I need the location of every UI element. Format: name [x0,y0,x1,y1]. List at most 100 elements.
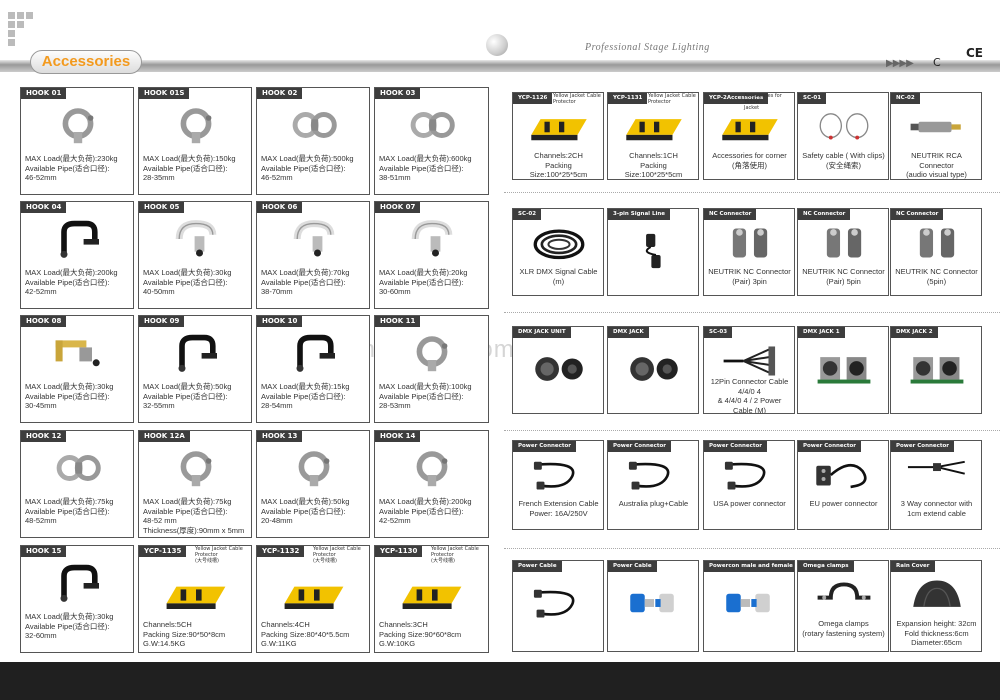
safety-cable-icon [819,113,869,140]
product-description: MAX Load(最大负荷):20kg Available Pipe(适合口径)… [379,268,468,296]
product-code-tab: HOOK 04 [21,202,67,213]
silver-clamp-icon [180,451,212,487]
product-code-tab: Rain Cover [891,561,935,572]
silver-clamp-icon [298,451,330,487]
product-description: French Extension Cable Power: 16A/250V [518,499,599,518]
product-subtitle: Yellow Jacket Cable Protector (大号线槽) [195,546,243,564]
product-code-tab: HOOK 07 [375,202,421,213]
panel-jack-icon [910,357,964,384]
product-card[interactable]: 3-pin Signal Line [607,208,699,296]
product-code-tab: HOOK 05 [139,202,185,213]
gold-hook-icon [55,340,100,367]
product-code-tab: HOOK 13 [257,431,303,442]
product-card[interactable]: DMX JACK 1 [797,326,889,414]
product-code-tab: Power Cable [513,561,562,572]
product-code-tab: HOOK 01S [139,88,190,99]
header-rule [0,60,1000,72]
omega-clamp-icon [817,582,871,600]
product-card[interactable]: HOOK 07 MAX Load(最大负荷):20kg Available Pip… [374,201,489,309]
rain-cover-icon [913,580,961,607]
product-card[interactable]: Power Cable [607,560,699,652]
xlr-cable-icon [645,233,661,269]
product-card[interactable]: YCP-1135 Yellow Jacket Cable Protector (大… [138,545,252,653]
black-hook-icon [60,564,99,602]
product-card[interactable]: DMX JACK UNIT [512,326,604,414]
product-code-tab: 3-pin Signal Line [608,209,671,220]
product-code-tab: YCP-1135 [139,546,187,557]
logo-squares-icon [8,12,42,52]
product-description: MAX Load(最大负荷):600kg Available Pipe(适合口径… [379,154,472,182]
xlr-connector-icon [919,228,955,258]
product-code-tab: SC-02 [513,209,542,220]
powercon-icon [630,593,674,613]
product-card[interactable]: DMX JACK 2 [890,326,982,414]
silver-clamp-icon [416,336,448,372]
product-code-tab: YCP-1132 [257,546,305,557]
product-description: Omega clamps (rotary fastening system) [802,619,885,638]
product-description: MAX Load(最大负荷):100kg Available Pipe(适合口径… [379,382,472,410]
product-code-tab: Power Connector [798,441,862,452]
product-card[interactable]: Powercon male and female [703,560,795,652]
power-strip-icon [816,464,867,489]
product-code-tab: Power Connector [513,441,577,452]
product-code-tab: HOOK 03 [375,88,421,99]
product-card[interactable]: HOOK 03 MAX Load(最大负荷):600kg Available Pi… [374,87,489,195]
product-code-tab: NC Connector [891,209,944,220]
white-hook-icon [293,220,335,257]
black-hook-icon [296,334,335,372]
product-code-tab: HOOK 01 [21,88,67,99]
silver-clamp-icon [416,451,448,487]
footer-bar [0,662,1000,700]
product-code-tab: HOOK 12 [21,431,67,442]
product-card[interactable]: Power Cable [512,560,604,652]
product-description: MAX Load(最大负荷):70kg Available Pipe(适合口径)… [261,268,350,296]
product-description: MAX Load(最大负荷):150kg Available Pipe(适合口径… [143,154,236,182]
product-code-tab: HOOK 09 [139,316,185,327]
product-description: Safety cable ( With clips) (安全绳索) [802,151,885,170]
product-code-tab: NC Connector [798,209,851,220]
product-description: NEUTRIK RCA Connector (audio visual type… [906,151,967,179]
row-separator [504,192,1000,193]
product-code-tab: YCP-1130 [375,546,423,557]
product-code-tab: HOOK 12A [139,431,190,442]
product-card[interactable]: HOOK 01S MAX Load(最大负荷):150kg Available P… [138,87,252,195]
product-code-tab: YCP-1126 [513,93,553,104]
product-code-tab: HOOK 14 [375,431,421,442]
product-card[interactable]: DMX JACK [607,326,699,414]
product-subtitle: Yellow Jacket Cable Protector [553,93,601,105]
cable-protector-icon [166,586,226,609]
